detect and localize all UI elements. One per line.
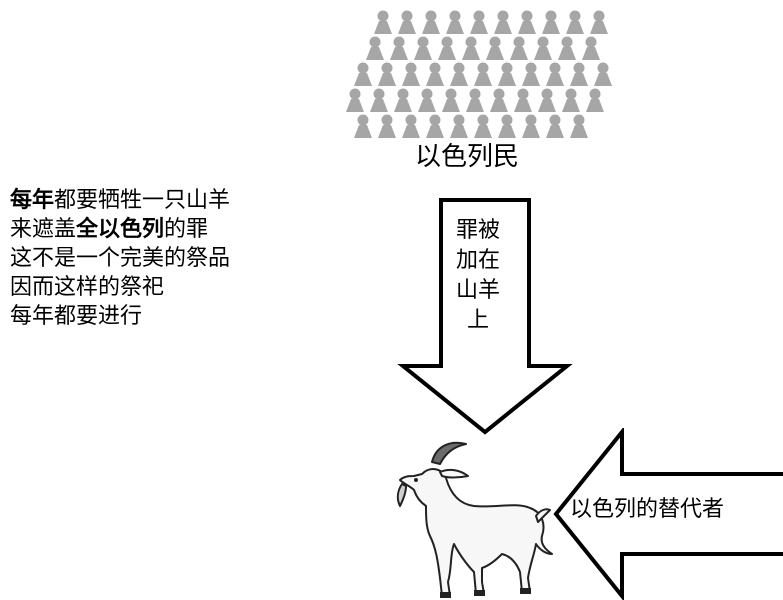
person-icon [498,114,516,138]
down-arrow-icon [397,198,573,435]
person-icon [494,10,512,34]
person-icon [414,36,432,60]
person-icon [422,10,440,34]
person-icon [594,62,612,86]
person-icon [570,114,588,138]
person-icon [378,114,396,138]
left-arrow-label: 以色列的替代者 [570,497,725,522]
person-icon [522,62,540,86]
person-icon [462,36,480,60]
person-icon [538,88,556,112]
person-icon [498,62,516,86]
person-icon [470,10,488,34]
person-icon [474,114,492,138]
person-icon [586,88,604,112]
person-icon [446,10,464,34]
person-icon [514,88,532,112]
person-icon [474,62,492,86]
person-icon [542,10,560,34]
person-icon [466,88,484,112]
crowd-people-icons [346,10,612,138]
person-icon [426,114,444,138]
person-icon [346,88,364,112]
person-icon [374,10,392,34]
person-icon [562,88,580,112]
person-icon [398,10,416,34]
left-arrow-icon [553,428,783,600]
down-label-line: 山羊 [455,278,500,303]
verse-line-5: 每年都要进行 [10,304,143,329]
verse-line-1: 每年都要牺牲一只山羊 [10,188,231,213]
person-icon [450,62,468,86]
person-icon [426,62,444,86]
explanation-text: 每年都要牺牲一只山羊 来遮盖全以色列的罪 这不是一个完美的祭品 因而这样的祭祀 … [10,186,230,331]
down-arrow-label: 罪被 加在 山羊 上 [443,216,513,336]
person-icon [590,10,608,34]
person-icon [442,88,460,112]
person-icon [370,88,388,112]
verse-line-4: 因而这样的祭祀 [10,275,165,300]
down-label-line: 罪被 [455,218,500,243]
person-icon [558,36,576,60]
person-icon [438,36,456,60]
person-icon [582,36,600,60]
person-icon [390,36,408,60]
person-icon [402,114,420,138]
verse-line-3: 这不是一个完美的祭品 [10,246,231,271]
person-icon [366,36,384,60]
person-icon [486,36,504,60]
person-icon [534,36,552,60]
person-icon [378,62,396,86]
person-icon [450,114,468,138]
down-label-line: 上 [466,308,489,333]
person-icon [394,88,412,112]
person-icon [490,88,508,112]
person-icon [566,10,584,34]
person-icon [418,88,436,112]
person-icon [570,62,588,86]
verse-line-2: 来遮盖全以色列的罪 [10,217,209,242]
person-icon [510,36,528,60]
person-icon [354,114,372,138]
person-icon [402,62,420,86]
person-icon [518,10,536,34]
down-label-line: 加在 [455,248,500,273]
person-icon [546,62,564,86]
person-icon [522,114,540,138]
person-icon [546,114,564,138]
goat-icon [396,441,553,598]
person-icon [354,62,372,86]
crowd-label: 以色列民 [415,142,520,172]
